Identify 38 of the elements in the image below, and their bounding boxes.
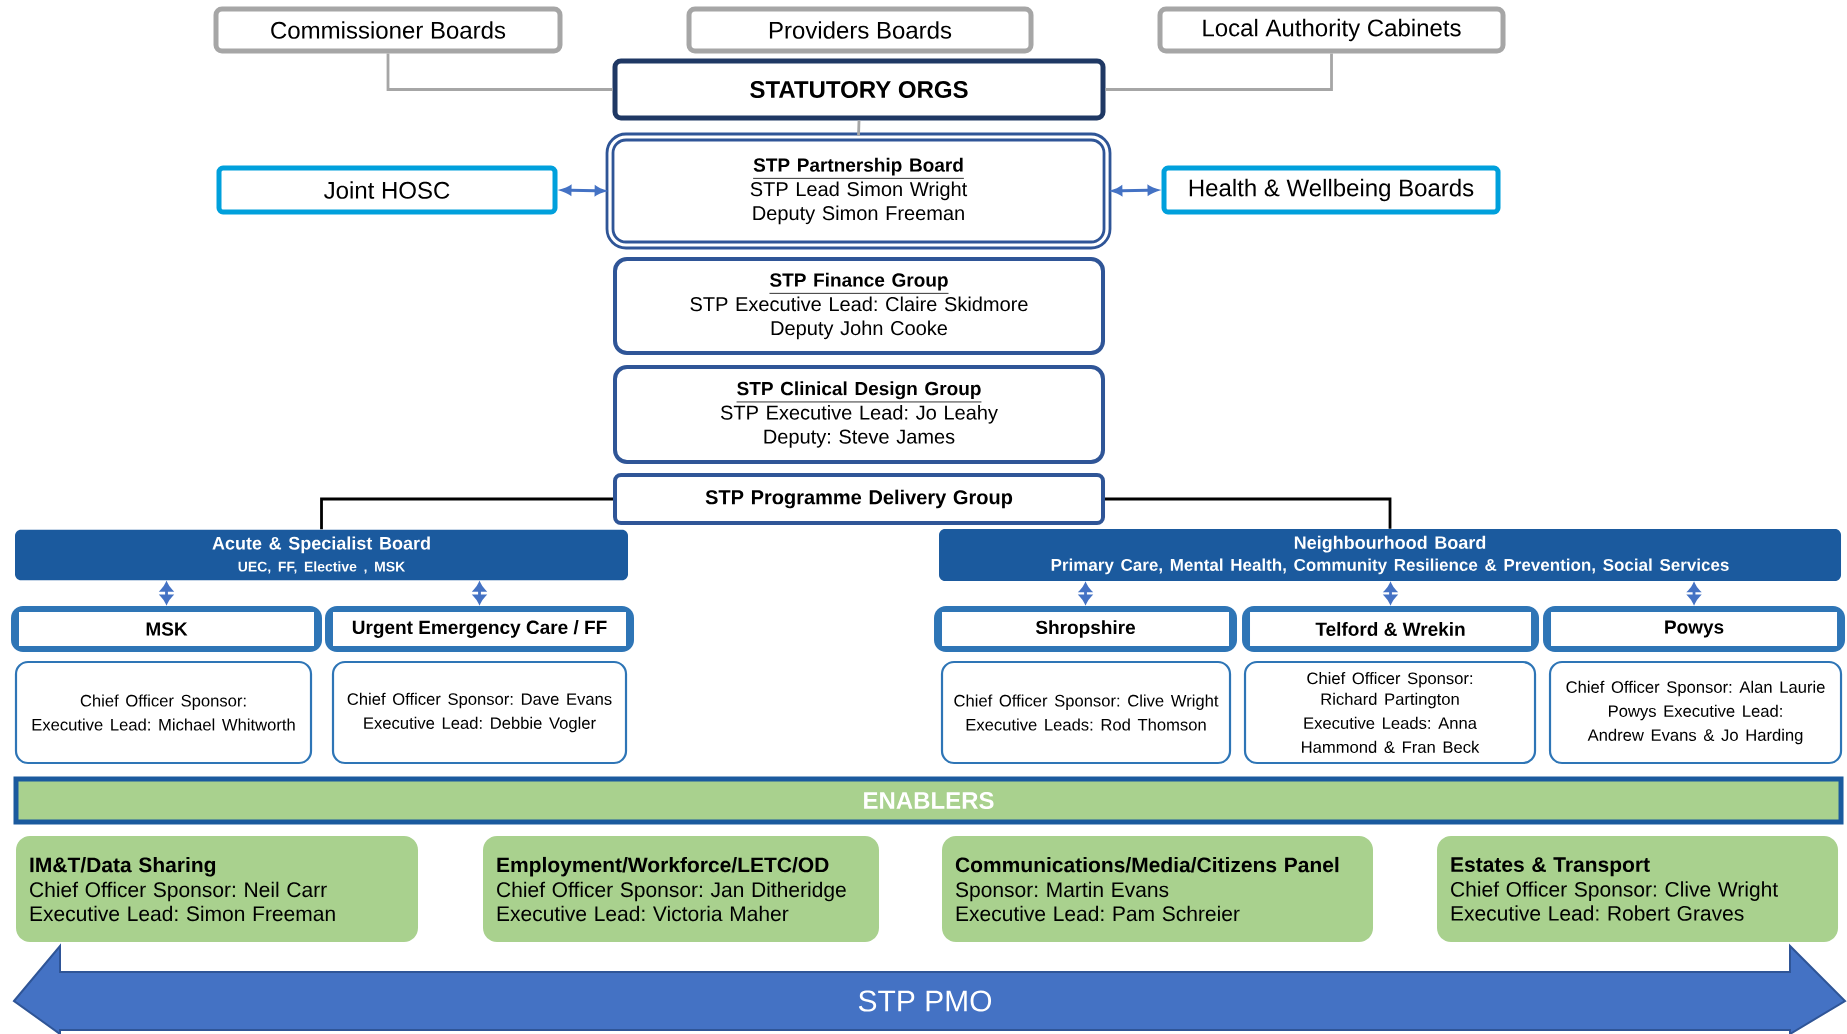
workstream-tab: Powys — [1543, 606, 1845, 652]
lead-box: Chief Officer Sponsor: Dave Evans Executive Lead: Debbie Vogler — [331, 660, 628, 765]
connector — [160, 582, 173, 605]
connector — [1384, 582, 1397, 605]
board-box: STP Partnership Board STP Lead Simon Wright Deputy Simon Freeman — [605, 132, 1112, 250]
lead-box: Chief Officer Sponsor: Alan Laurie Powys Executive Lead: Andrew Evans & Jo Harding — [1548, 660, 1843, 765]
connector — [386, 53, 613, 91]
board-band: Acute & Specialist Board UEC, FF, Elective , MSK — [15, 529, 628, 581]
workstream-tab: Urgent Emergency Care / FF — [325, 606, 634, 652]
workstream-tab: MSK — [11, 606, 322, 652]
connector — [1112, 185, 1158, 196]
board-box: Health & Wellbeing Boards — [1161, 165, 1501, 215]
board-box: Local Authority Cabinets — [1157, 6, 1506, 54]
group-box: STP Programme Delivery Group — [613, 473, 1105, 525]
group-box: STP Finance Group STP Executive Lead: Claire Skidmore Deputy John Cooke — [613, 257, 1105, 355]
board-box: Providers Boards — [686, 6, 1034, 54]
connector — [320, 497, 613, 530]
lead-box: Chief Officer Sponsor: Executive Lead: Michael Whitworth — [14, 660, 313, 765]
enablers-bar: ENABLERS — [13, 776, 1844, 825]
enabler-box: Employment/Workforce/LETC/OD Chief Officer Sponsor: Jan Ditheridge Executive Lead: Victoria Maher — [483, 836, 879, 942]
workstream-tab: Telford & Wrekin — [1242, 606, 1539, 652]
group-box: STP Clinical Design Group STP Executive Lead: Jo Leahy Deputy: Steve James — [613, 365, 1105, 464]
enabler-box: Estates & Transport Chief Officer Sponsor: Clive Wright Executive Lead: Robert Graves — [1437, 836, 1838, 942]
connector — [473, 582, 486, 605]
board-box: Commissioner Boards — [213, 6, 563, 54]
board-box: Joint HOSC — [216, 165, 558, 215]
connector — [1079, 582, 1092, 605]
connector — [1105, 53, 1333, 91]
connector — [1105, 497, 1392, 529]
lead-box: Chief Officer Sponsor: Richard Partington Executive Leads: Anna Hammond & Fran Beck — [1243, 660, 1537, 765]
workstream-tab: Shropshire — [934, 606, 1237, 652]
enabler-box: Communications/Media/Citizens Panel Sponsor: Martin Evans Executive Lead: Pam Schreier — [942, 836, 1373, 942]
connector — [1687, 582, 1701, 605]
lead-box: Chief Officer Sponsor: Clive Wright Executive Leads: Rod Thomson — [940, 660, 1232, 765]
board-band: Neighbourhood Board Primary Care, Mental Health, Community Resilience & Prevention, Social Services — [939, 529, 1841, 581]
header-box: STATUTORY ORGS — [612, 58, 1106, 121]
enabler-box: IM&T/Data Sharing Chief Officer Sponsor: Neil Carr Executive Lead: Simon Freeman — [16, 836, 418, 942]
connector — [857, 120, 861, 136]
